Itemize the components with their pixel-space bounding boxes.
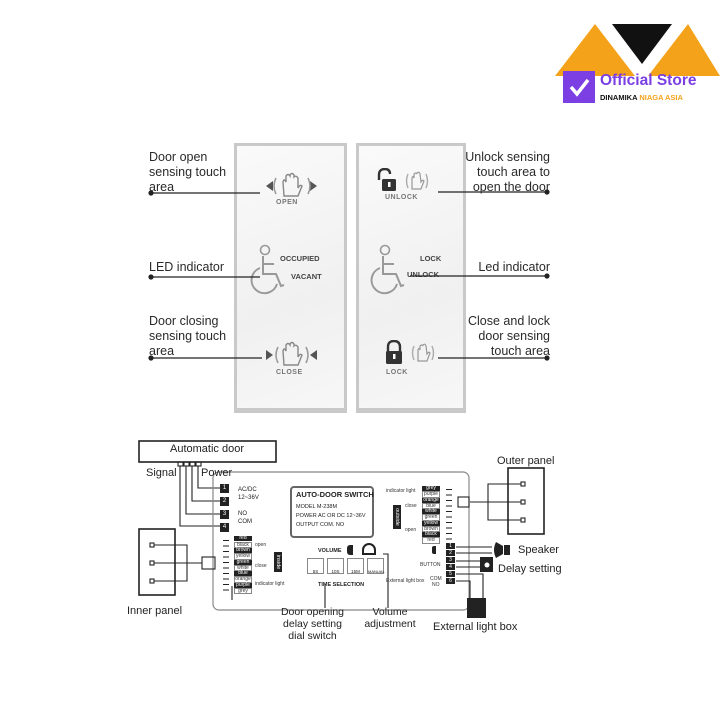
no-terminal-label: NO bbox=[432, 582, 440, 588]
outer-group-open: open bbox=[405, 527, 417, 533]
outer-pin-column bbox=[446, 486, 452, 540]
dip-switch-5s[interactable]: 5S bbox=[307, 558, 324, 574]
ext-light-terminal-label: External light box bbox=[386, 578, 425, 584]
controller-model: MODEL M-238M bbox=[296, 504, 338, 510]
inside-tag: inside bbox=[274, 552, 282, 572]
company-name: DINAMIKA NIAGA ASIA bbox=[600, 93, 683, 102]
outer-panel-label: Outer panel bbox=[497, 455, 555, 467]
external-light-box-label: External light box bbox=[433, 621, 518, 633]
dip-switch-10s[interactable]: 10S bbox=[327, 558, 344, 574]
outer-group-indicator: indicator light bbox=[386, 488, 416, 494]
close-label: CLOSE bbox=[276, 369, 303, 376]
logo-triangles-icon bbox=[555, 24, 720, 76]
callout-close-lock: Close and lock door sensing touch area bbox=[468, 314, 550, 358]
power-label: Power bbox=[201, 467, 233, 479]
led-lock-label: LOCK bbox=[420, 254, 442, 263]
lock-bottom-label: LOCK bbox=[386, 369, 408, 376]
wheelchair-icon-right bbox=[370, 244, 405, 295]
outer-group-close: close bbox=[405, 503, 417, 509]
time-selection-label: TIME SELECTION bbox=[318, 582, 365, 588]
voltage-label: 12~36V bbox=[238, 495, 259, 501]
wheelchair-icon bbox=[250, 244, 285, 295]
ac-dc-label: AC/DC bbox=[238, 487, 257, 493]
inner-group-close: close bbox=[255, 563, 267, 569]
controller-power: POWER AC OR DC 12~36V bbox=[296, 513, 366, 519]
led-unlock-label: UNLOCK bbox=[407, 270, 440, 279]
right-switch-panel bbox=[356, 143, 466, 413]
brand-logo: Official Store DINAMIKA NIAGA ASIA bbox=[550, 14, 720, 106]
volume-speaker-icon bbox=[347, 545, 353, 555]
volume-label: VOLUME bbox=[318, 548, 342, 554]
callout-led-indicator-left: LED indicator bbox=[149, 260, 225, 274]
left-terminal-block: 1 2 3 4 bbox=[220, 484, 229, 532]
dial-switch-label: Door opening delay setting dial switch bbox=[280, 606, 345, 642]
outside-tag: outside bbox=[393, 505, 401, 529]
callout-door-closing: Door closing sensing touch area bbox=[149, 314, 227, 358]
inner-pin-column bbox=[223, 537, 229, 591]
controller-title: AUTO-DOOR SWITCH bbox=[296, 490, 374, 499]
volume-knob[interactable] bbox=[362, 543, 376, 555]
controller-info-box: AUTO-DOOR SWITCH MODEL M-238M POWER AC O… bbox=[290, 486, 374, 538]
close-hand-icon bbox=[266, 341, 317, 366]
unlock-padlock-icon bbox=[377, 168, 429, 191]
unlock-label: UNLOCK bbox=[385, 194, 418, 201]
store-label: Official Store bbox=[600, 72, 697, 89]
vacant-label: VACANT bbox=[291, 272, 322, 281]
open-label: OPEN bbox=[276, 199, 298, 206]
volume-adjustment-label: Volume adjustment bbox=[364, 606, 416, 630]
callout-unlock-sensing: Unlock sensing touch area to open the do… bbox=[465, 150, 550, 194]
speaker-icon bbox=[494, 542, 510, 558]
automatic-door-label: Automatic door bbox=[170, 443, 244, 455]
no-label: NO bbox=[238, 511, 247, 517]
inner-group-indicator: indicator light bbox=[255, 581, 285, 587]
speaker-label: Speaker bbox=[518, 544, 559, 556]
com-label: COM bbox=[238, 519, 252, 525]
signal-label: Signal bbox=[146, 467, 177, 479]
time-selection-dip-switches: 5S 10S 15M MANUAL bbox=[307, 558, 385, 574]
right-terminal-block: 1 2 3 4 5 6 bbox=[446, 543, 455, 584]
wiring-lines bbox=[138, 440, 545, 618]
dip-switch-manual[interactable]: MANUAL bbox=[367, 558, 385, 574]
speaker-terminal-icon bbox=[432, 546, 436, 554]
left-switch-panel bbox=[234, 143, 347, 413]
inner-wire-labels: red black brown yellow green white blue … bbox=[234, 535, 252, 594]
outer-wire-labels: grey purple orange blue white green yell… bbox=[422, 485, 440, 544]
callout-door-open: Door open sensing touch area bbox=[149, 150, 227, 194]
lock-padlock-icon bbox=[386, 340, 435, 364]
dip-switch-15m[interactable]: 15M bbox=[347, 558, 364, 574]
delay-setting-label: Delay setting bbox=[498, 563, 562, 575]
occupied-label: OCCUPIED bbox=[280, 254, 320, 263]
com-terminal-label: COM bbox=[430, 576, 442, 582]
controller-output: OUTPUT COM. NO bbox=[296, 522, 345, 528]
check-badge-icon bbox=[563, 71, 595, 103]
inner-panel-label: Inner panel bbox=[127, 605, 183, 617]
external-light-box-icon bbox=[467, 598, 486, 618]
callout-led-indicator-right: Led indicator bbox=[478, 260, 550, 274]
open-hand-icon bbox=[266, 172, 317, 197]
inner-group-open: open bbox=[255, 542, 267, 548]
delay-setting-icon bbox=[480, 557, 493, 572]
button-terminal-label: BUTTON bbox=[420, 562, 441, 568]
